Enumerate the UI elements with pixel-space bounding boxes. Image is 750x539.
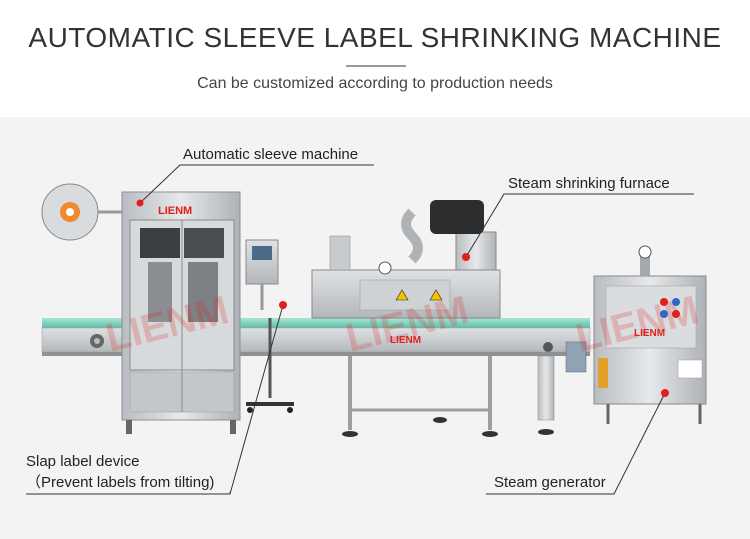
steam-furnace: LIENM [311, 200, 501, 437]
callout-slap-label-line1: Slap label device [26, 453, 140, 470]
callout-slap-label: Slap label device （Prevent labels from t… [26, 451, 214, 493]
slap-label-stand [246, 301, 294, 413]
page-subtitle: Can be customized according to productio… [197, 75, 553, 92]
callout-steam-generator: Steam generator [494, 474, 606, 491]
title-divider [346, 65, 406, 67]
callout-leaders [26, 164, 694, 495]
sleeve-machine: LIENM [41, 183, 279, 434]
generator-logo: LIENM [634, 328, 665, 339]
conveyor-end-stand [537, 341, 587, 435]
furnace-logo: LIENM [390, 335, 421, 346]
page-title: AUTOMATIC SLEEVE LABEL SHRINKING MACHINE [28, 22, 722, 53]
callout-slap-label-line2: （Prevent labels from tilting) [26, 474, 215, 491]
callout-sleeve-machine: Automatic sleeve machine [183, 146, 359, 163]
callout-dots [136, 199, 669, 397]
machine-logo: LIENM [158, 205, 192, 217]
steam-generator: LIENM [593, 245, 707, 424]
callout-steam-furnace: Steam shrinking furnace [508, 175, 670, 192]
